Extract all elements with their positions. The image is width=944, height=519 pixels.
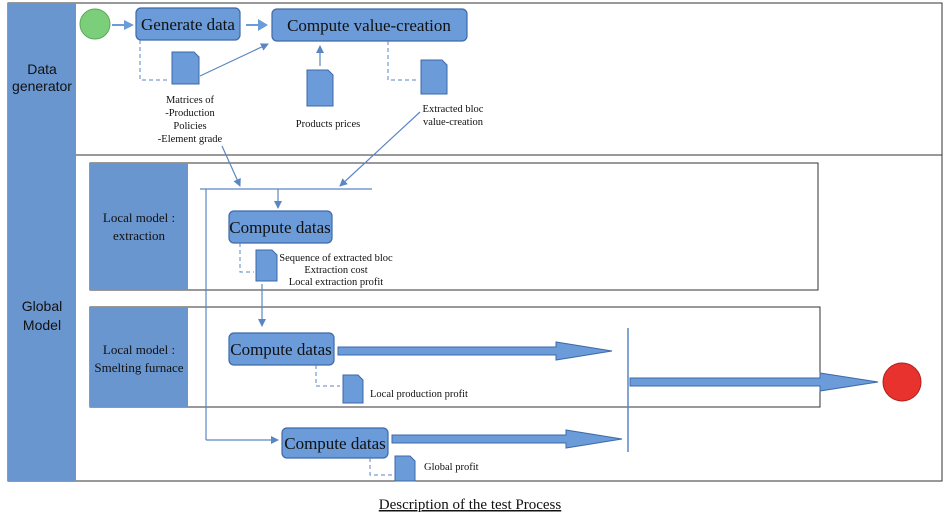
matrices-dashed-link [139, 40, 170, 81]
matrices-note-line2: -Production [165, 108, 215, 119]
matrices-to-global-arrow [221, 145, 241, 187]
extracted-bloc-to-global-arrow [339, 111, 421, 187]
extracted-bloc-dashed-link [387, 41, 418, 81]
local-extraction-lane [89, 162, 819, 291]
matrices-note-line3: Policies [173, 121, 206, 132]
data-generator-label-line2: generator [12, 78, 72, 94]
local-extraction-label-line2: extraction [113, 228, 165, 243]
extraction-outputs-line2: Extraction cost [304, 265, 367, 276]
local-extraction-lane-header [90, 163, 188, 290]
local-production-profit-document-icon [342, 374, 364, 404]
extraction-outputs-document-icon [255, 249, 278, 282]
to-end-arrow [629, 372, 879, 392]
products-prices-note: Products prices [296, 119, 360, 130]
products-prices-document-icon [306, 69, 334, 107]
global-model-label-line2: Model [23, 317, 61, 333]
matrices-note-line4: -Element grade [158, 134, 223, 145]
global-profit-document-icon [394, 455, 416, 482]
local-smelting-label-line2: Smelting furnace [94, 360, 183, 375]
local-smelting-label-line1: Local model : [103, 342, 175, 357]
generate-data-box [135, 7, 241, 41]
compute-value-creation-label: Compute value-creation [287, 16, 451, 35]
local-smelting-lane-header [90, 307, 188, 407]
end-event [882, 362, 922, 402]
matrices-to-value-arrow [199, 43, 269, 77]
local-extraction-label-line1: Local model : [103, 210, 175, 225]
extracted-bloc-document-icon [420, 59, 448, 95]
global-model-lane-header [8, 155, 76, 481]
start-event [79, 8, 111, 40]
smelting-dashed-link [315, 365, 340, 387]
extraction-dashed-link [239, 243, 254, 273]
data-generator-lane-header [8, 3, 76, 155]
extracted-bloc-note-line1: Extracted bloc [423, 104, 484, 115]
compute-datas-smelting-label: Compute datas [230, 340, 332, 359]
local-production-profit-note: Local production profit [370, 389, 468, 400]
extraction-outputs-line3: Local extraction profit [289, 277, 384, 288]
generate-to-value-arrow [246, 19, 268, 31]
global-dashed-link [369, 458, 392, 476]
start-to-generate-arrow [112, 20, 134, 30]
compute-datas-extraction-box [228, 210, 333, 244]
extracted-bloc-note-line2: value-creation [423, 117, 484, 128]
global-model-label-line1: Global [22, 298, 62, 314]
data-generator-label-line1: Data [27, 61, 57, 77]
global-profit-note: Global profit [424, 462, 479, 473]
matrices-document-icon [171, 51, 200, 85]
matrices-note-line1: Matrices of [166, 95, 215, 106]
compute-datas-global-box [281, 427, 389, 459]
extraction-outputs-line1: Sequence of extracted bloc [279, 253, 393, 264]
compute-datas-global-label: Compute datas [284, 434, 386, 453]
compute-datas-extraction-label: Compute datas [229, 218, 331, 237]
compute-datas-smelting-box [228, 332, 335, 366]
global-output-arrow [391, 429, 623, 449]
smelting-output-arrow [337, 341, 613, 361]
generate-data-label: Generate data [141, 15, 235, 34]
compute-value-creation-box [271, 8, 468, 42]
diagram-caption: Description of the test Process [379, 497, 562, 513]
